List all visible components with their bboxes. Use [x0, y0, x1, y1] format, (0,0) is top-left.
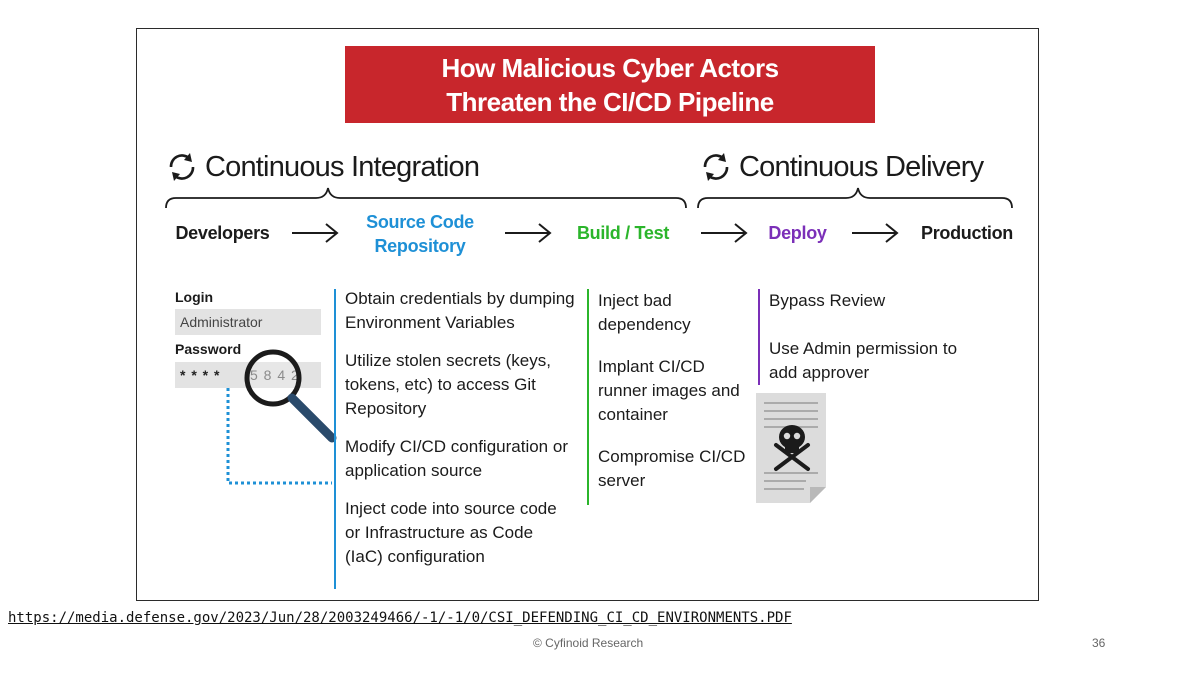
stage-build-test: Build / Test: [576, 223, 670, 243]
stage-production: Production: [921, 223, 1013, 243]
phase-ci-label: Continuous Integration: [205, 150, 480, 183]
source-action: Inject code into source code or Infrastr…: [345, 499, 557, 566]
password-label: Password: [175, 341, 242, 357]
source-action: Obtain credentials by dumping Environmen…: [345, 289, 575, 332]
banner-line-1: How Malicious Cyber Actors: [441, 52, 779, 83]
page-number: 36: [1092, 636, 1106, 650]
build-column-bar: [587, 289, 589, 505]
deploy-action: Bypass Review: [769, 291, 886, 310]
login-label: Login: [175, 289, 214, 305]
arrow-right-icon: [701, 223, 748, 243]
build-action: Implant CI/CD runner images and containe…: [598, 357, 740, 424]
stage-source-code-repository: Source Code Repository: [355, 210, 485, 258]
password-revealed: 5 8 4 2: [250, 367, 300, 383]
build-action: Inject bad dependency: [598, 291, 691, 334]
source-action: Utilize stolen secrets (keys, tokens, et…: [345, 351, 551, 418]
banner-line-2: Threaten the CI/CD Pipeline: [446, 86, 774, 117]
source-actions-list: Obtain credentials by dumping Environmen…: [345, 287, 575, 583]
magnifier-icon: [244, 349, 337, 443]
deploy-actions-list: Bypass Review Use Admin permission to ad…: [769, 289, 969, 399]
arrow-right-icon: [852, 223, 899, 243]
source-link[interactable]: https://media.defense.gov/2023/Jun/28/20…: [8, 610, 792, 626]
footer-credit: © Cyfinoid Research: [533, 636, 644, 650]
build-action: Compromise CI/CD server: [598, 447, 746, 490]
deploy-action: Use Admin permission to add approver: [769, 339, 958, 382]
deploy-column-bar: [758, 289, 760, 385]
password-masked: * * * *: [180, 367, 221, 383]
phase-cd: Continuous Delivery: [699, 150, 984, 184]
source-action: Modify CI/CD configuration or applicatio…: [345, 437, 568, 480]
ci-brace: [165, 187, 687, 209]
cycle-icon: [703, 153, 729, 181]
skull-document-icon: [756, 393, 826, 503]
arrow-right-icon: [292, 223, 339, 243]
stage-developers: Developers: [175, 223, 270, 243]
phase-ci: Continuous Integration: [165, 150, 480, 184]
stage-deploy: Deploy: [768, 223, 827, 243]
stage-source-line-1: Source Code: [366, 212, 474, 232]
cd-brace: [697, 187, 1013, 209]
stage-source-line-2: Repository: [374, 236, 466, 256]
source-column-bar: [334, 289, 336, 589]
cycle-icon: [169, 153, 195, 181]
title-banner: How Malicious Cyber Actors Threaten the …: [345, 46, 875, 123]
phase-cd-label: Continuous Delivery: [739, 150, 984, 183]
arrow-right-icon: [505, 223, 552, 243]
build-actions-list: Inject bad dependency Implant CI/CD runn…: [598, 289, 753, 507]
username-field: Administrator: [175, 309, 321, 335]
